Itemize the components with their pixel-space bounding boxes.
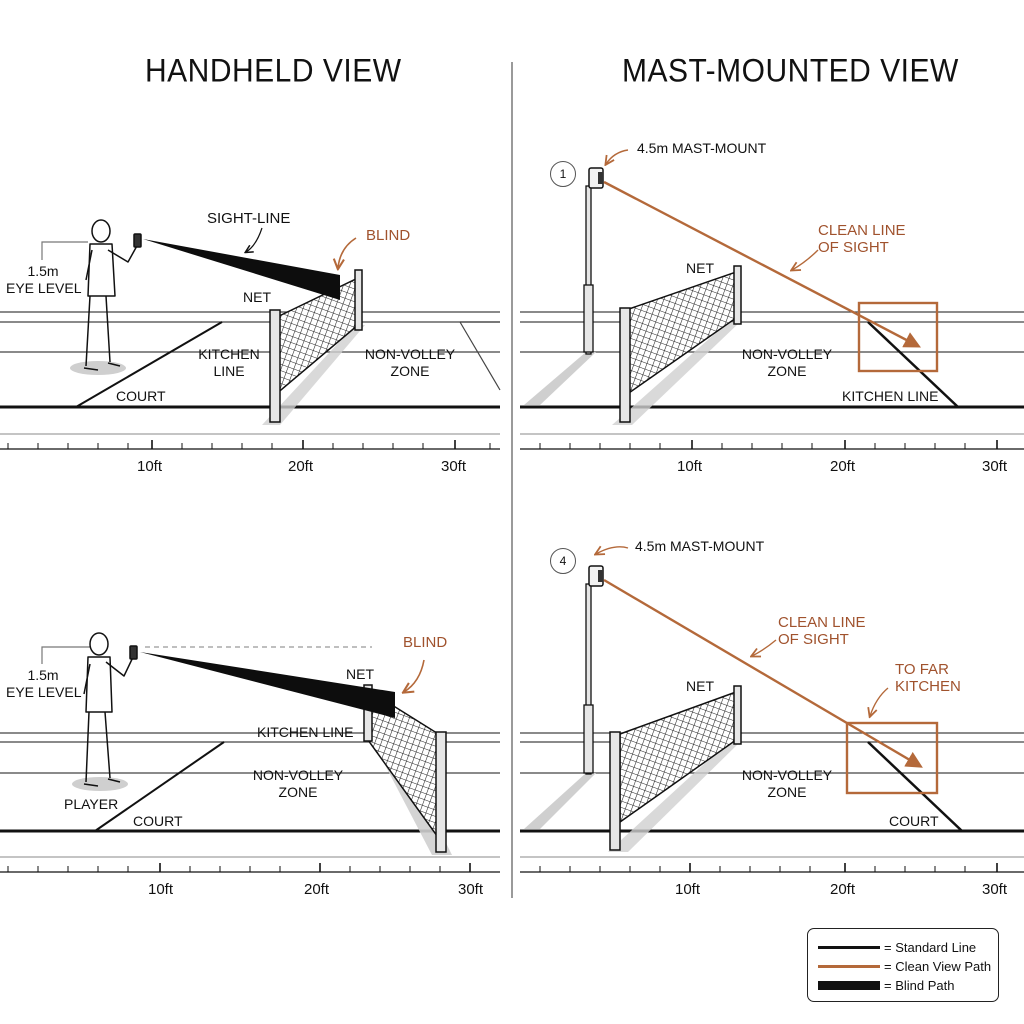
- legend-swatch: [818, 964, 880, 968]
- player-label: PLAYER: [64, 796, 119, 812]
- step-badge: 4: [550, 548, 576, 574]
- axis-tick-label: 20ft: [304, 881, 330, 898]
- handheld-top-scene: [0, 219, 501, 450]
- axis-tick-label: 30ft: [982, 881, 1008, 898]
- net-label: NET: [686, 260, 714, 276]
- clean-line-label: CLEAN LINE OF SIGHT: [778, 614, 866, 648]
- far-kitchen-label: TO FAR KITCHEN: [895, 661, 961, 695]
- legend-swatch: [818, 980, 880, 990]
- sight-line-label: SIGHT-LINE: [207, 210, 291, 227]
- handheld-bottom-scene: [0, 632, 500, 873]
- non-volley-zone-label: NON-VOLLEY ZONE: [741, 767, 833, 800]
- net-label: NET: [346, 666, 374, 682]
- step-badge: 1: [550, 161, 576, 187]
- legend: = Standard Line = Clean View Path = Blin…: [807, 928, 999, 1002]
- mast-mounted-view-title: MAST-MOUNTED VIEW: [622, 53, 959, 90]
- axis-tick-label: 20ft: [830, 881, 856, 898]
- handheld-view-title: HANDHELD VIEW: [145, 53, 402, 90]
- clean-line-label: CLEAN LINE OF SIGHT: [818, 222, 906, 256]
- eye-level-label: 1.5m EYE LEVEL: [6, 667, 82, 700]
- court-label: COURT: [133, 813, 183, 829]
- non-volley-zone-label: NON-VOLLEY ZONE: [364, 346, 456, 379]
- court-label: COURT: [116, 388, 166, 404]
- court-label: COURT: [889, 813, 939, 829]
- kitchen-line-label: KITCHEN LINE: [842, 388, 939, 404]
- mast-top-scene: [520, 149, 1024, 450]
- axis-tick-label: 10ft: [148, 881, 174, 898]
- net-label: NET: [243, 289, 271, 305]
- legend-label: = Blind Path: [884, 977, 955, 993]
- legend-item-blind-path: = Blind Path: [818, 976, 954, 994]
- axis-tick-label: 10ft: [677, 458, 703, 475]
- legend-item-standard-line: = Standard Line: [818, 938, 976, 956]
- eye-level-label: 1.5m EYE LEVEL: [6, 263, 82, 296]
- mast-bottom-scene: [520, 547, 1024, 873]
- axis-tick-label: 10ft: [137, 458, 163, 475]
- blind-label: BLIND: [366, 227, 411, 244]
- blind-label: BLIND: [403, 634, 448, 651]
- non-volley-zone-label: NON-VOLLEY ZONE: [741, 346, 833, 379]
- kitchen-line-label: KITCHEN LINE: [198, 346, 260, 379]
- axis-tick-label: 30ft: [982, 458, 1008, 475]
- axis-tick-label: 30ft: [441, 458, 467, 475]
- legend-label: = Standard Line: [884, 939, 977, 955]
- mast-mount-label: 4.5m MAST-MOUNT: [635, 538, 765, 554]
- axis-tick-label: 20ft: [288, 458, 314, 475]
- mast-mount-label: 4.5m MAST-MOUNT: [637, 140, 767, 156]
- legend-item-clean-view-path: = Clean View Path: [818, 957, 991, 975]
- net-label: NET: [686, 678, 714, 694]
- axis-tick-label: 20ft: [830, 458, 856, 475]
- kitchen-line-label: KITCHEN LINE: [257, 724, 354, 740]
- axis-tick-label: 30ft: [458, 881, 484, 898]
- axis-tick-label: 10ft: [675, 881, 701, 898]
- non-volley-zone-label: NON-VOLLEY ZONE: [252, 767, 344, 800]
- legend-swatch: [818, 945, 880, 949]
- legend-label: = Clean View Path: [884, 958, 992, 974]
